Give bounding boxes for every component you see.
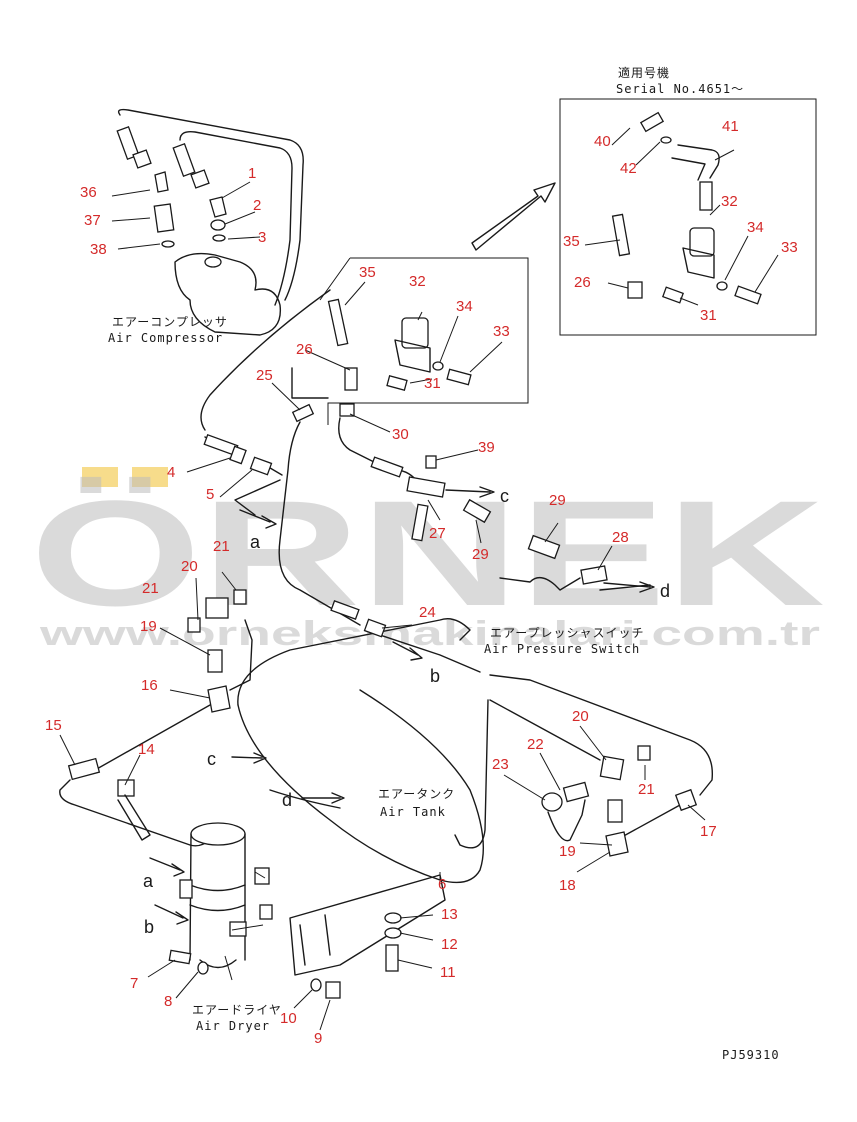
part-number: 19 <box>559 843 576 860</box>
inset-box-serial <box>559 98 817 336</box>
part-number: 18 <box>559 877 576 894</box>
part-number: 16 <box>141 677 158 694</box>
label-air-compressor-en: Air Compressor <box>108 331 223 345</box>
label-air-tank-jp: エアータンク <box>378 787 455 801</box>
drawing-code: PJ59310 <box>722 1048 780 1062</box>
part-number: 25 <box>256 367 273 384</box>
part-number: 37 <box>84 212 101 229</box>
part-number: 38 <box>90 241 107 258</box>
part-number: 2 <box>253 197 261 214</box>
part-number: 12 <box>441 936 458 953</box>
part-number: 36 <box>80 184 97 201</box>
label-air-tank-en: Air Tank <box>380 805 446 819</box>
part-number: 34 <box>456 298 473 315</box>
part-number: 33 <box>781 239 798 256</box>
part-number: 19 <box>140 618 157 635</box>
part-number: 22 <box>527 736 544 753</box>
part-number: 20 <box>572 708 589 725</box>
serial-en: Serial No.4651～ <box>616 82 744 96</box>
part-number: 21 <box>638 781 655 798</box>
fittings <box>67 111 762 999</box>
part-number: 11 <box>440 964 456 981</box>
part-number: 4 <box>167 464 175 481</box>
part-number-labels: 1 2 3 4 5 6 7 8 9 10 11 12 13 14 15 16 1… <box>45 118 798 1047</box>
part-number: 30 <box>392 426 409 443</box>
inset-arrow <box>471 182 556 251</box>
part-number: 35 <box>563 233 580 250</box>
part-number: 17 <box>700 823 717 840</box>
part-number: 28 <box>612 529 629 546</box>
part-number: 1 <box>248 165 256 182</box>
letter-b-bottom: b <box>144 917 154 937</box>
part-number: 20 <box>181 558 198 575</box>
part-number: 21 <box>213 538 230 555</box>
label-air-compressor-jp: エアーコンプレッサ <box>112 315 228 329</box>
part-number: 39 <box>478 439 495 456</box>
part-number: 27 <box>429 525 446 542</box>
connection-arrows <box>149 486 655 925</box>
part-number: 31 <box>424 375 441 392</box>
letter-c-top: c <box>500 486 509 506</box>
part-number: 9 <box>314 1030 322 1047</box>
part-number: 34 <box>747 219 764 236</box>
inset-bracket <box>291 367 329 399</box>
part-number: 42 <box>620 160 637 177</box>
label-air-pressure-switch-en: Air Pressure Switch <box>484 642 640 656</box>
letter-b-top: b <box>430 666 440 686</box>
watermark-url: www.orneksmakinalari.com.tr <box>38 615 820 653</box>
part-number: 15 <box>45 717 62 734</box>
letter-a-bottom: a <box>143 871 154 891</box>
part-number: 3 <box>258 229 266 246</box>
serial-jp: 適用号機 <box>618 65 670 80</box>
part-number: 26 <box>574 274 591 291</box>
part-number: 40 <box>594 133 611 150</box>
part-number: 14 <box>138 741 155 758</box>
label-air-dryer-en: Air Dryer <box>196 1019 270 1033</box>
label-air-pressure-switch-jp: エアープレッシャスイッチ <box>490 626 645 640</box>
tank-bracket <box>289 874 446 976</box>
part-number: 7 <box>130 975 138 992</box>
part-number: 21 <box>142 580 159 597</box>
compressor-body <box>174 252 282 336</box>
part-number: 10 <box>280 1010 297 1027</box>
air-dryer-body <box>179 822 273 969</box>
part-number: 24 <box>419 604 436 621</box>
part-number: 5 <box>206 486 214 503</box>
letter-c-bottom: c <box>207 749 216 769</box>
label-air-dryer-jp: エアードライヤ <box>192 1003 282 1017</box>
watermark-umlaut-right <box>132 467 168 487</box>
part-number: 8 <box>164 993 172 1010</box>
part-number: 33 <box>493 323 510 340</box>
part-number: 32 <box>409 273 426 290</box>
part-number: 23 <box>492 756 509 773</box>
part-number: 35 <box>359 264 376 281</box>
part-number: 6 <box>438 876 446 893</box>
part-number: 41 <box>722 118 739 135</box>
pipes <box>59 108 714 976</box>
letter-d-top: d <box>660 581 670 601</box>
watermark-main: ÖRNEK <box>30 469 825 637</box>
leader-lines <box>59 127 779 1031</box>
part-number: 31 <box>700 307 717 324</box>
watermark: ÖRNEK www.orneksmakinalari.com.tr <box>30 467 825 653</box>
watermark-umlaut-left <box>82 467 118 487</box>
part-number: 13 <box>441 906 458 923</box>
letter-d-bottom: d <box>282 790 292 810</box>
part-number: 26 <box>296 341 313 358</box>
part-number: 29 <box>472 546 489 563</box>
part-number: 29 <box>549 492 566 509</box>
letter-a-top: a <box>250 532 261 552</box>
part-number: 32 <box>721 193 738 210</box>
pressure-switch-body <box>394 227 715 373</box>
